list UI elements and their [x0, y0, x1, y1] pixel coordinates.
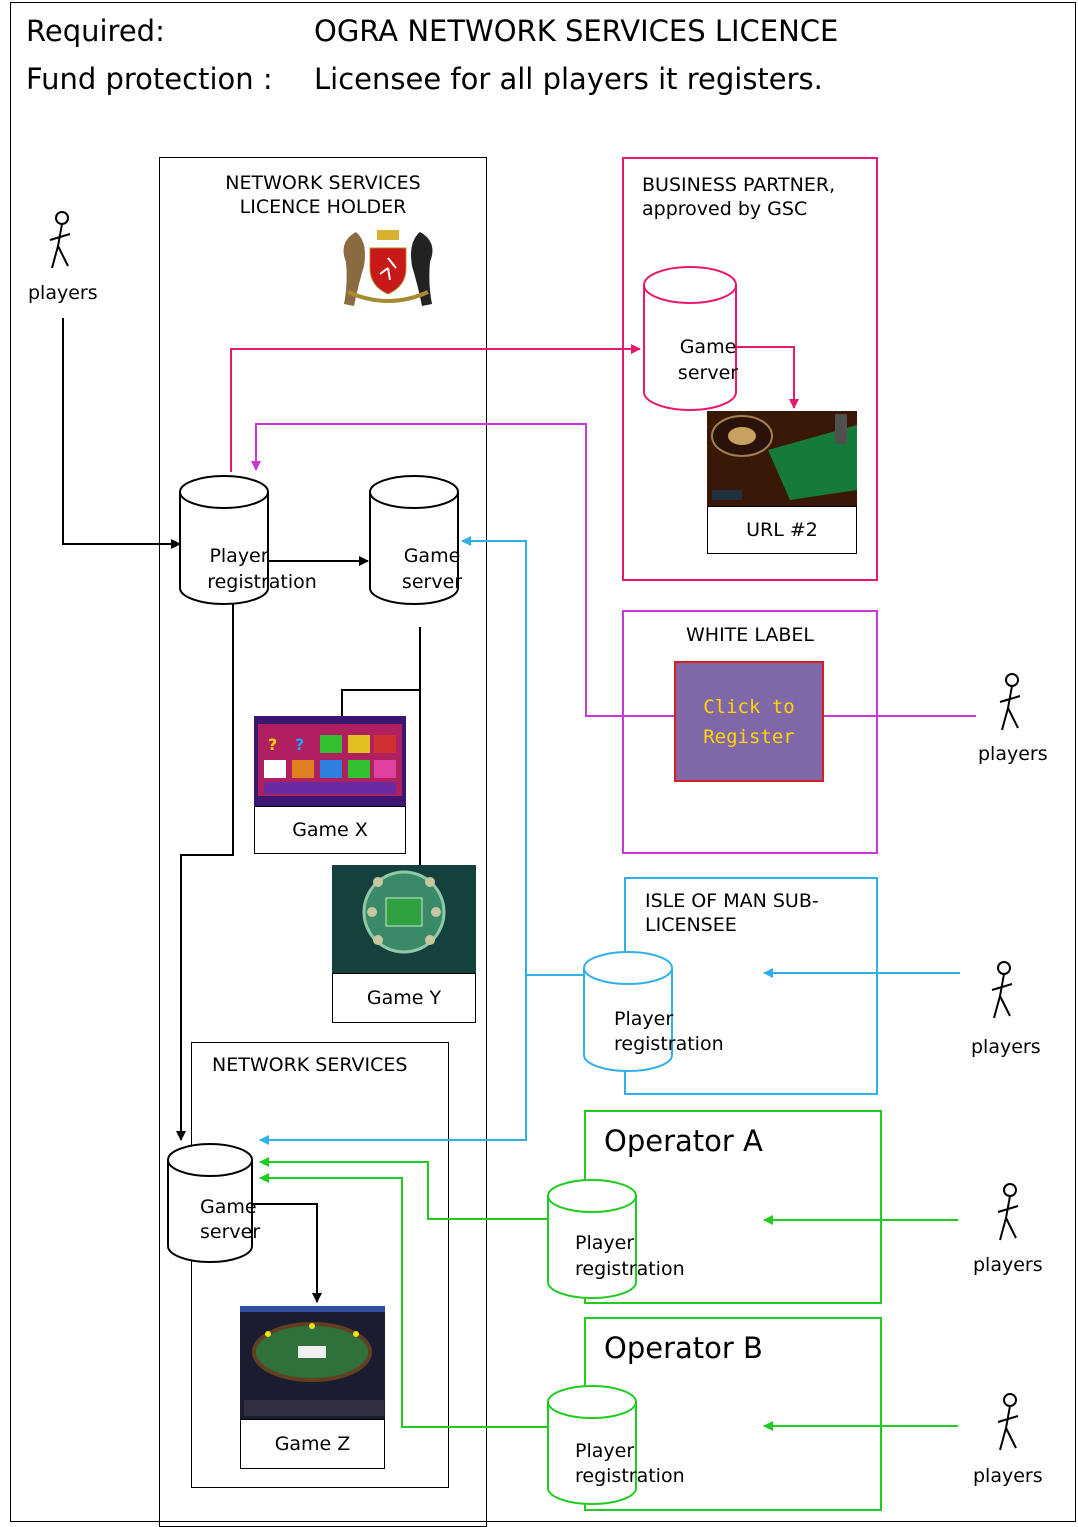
operator-b-registration-label-line2: registration [575, 1465, 685, 1487]
cylinder-partner-game-server [643, 266, 737, 411]
person-icon [997, 1183, 1019, 1241]
game-server-label-line2: server [401, 571, 463, 593]
sub-licensee-title-line2: LICENSEE [645, 914, 737, 936]
partner-game-server-label-line1: Game [679, 336, 737, 358]
game-y-caption: Game Y [332, 973, 476, 1023]
arrow-operator-a-to-ns-game-server [259, 1157, 548, 1220]
url-caption: URL #2 [707, 506, 857, 554]
business-partner-title-line2: approved by GSC [642, 198, 808, 220]
players-label: players [971, 1036, 1041, 1058]
player-registration-label-line2: registration [207, 571, 317, 593]
sub-licensee-title-line1: ISLE OF MAN SUB- [645, 890, 819, 912]
operator-a-registration-label-line2: registration [575, 1258, 685, 1280]
business-partner-title-line1: BUSINESS PARTNER, [642, 174, 836, 196]
licence-holder-title-line1: NETWORK SERVICES [225, 172, 421, 194]
white-label-box [622, 610, 878, 854]
poker-table-thumbnail [240, 1306, 385, 1419]
game-x-caption: Game X [254, 806, 406, 854]
partner-game-server-label-line2: server [677, 362, 739, 384]
players-label: players [28, 282, 98, 304]
wheel-game-thumbnail [332, 865, 476, 973]
roulette-thumbnail [707, 411, 857, 506]
arrow-operator-b-to-ns-game-server [259, 1173, 548, 1428]
required-value: OGRA NETWORK SERVICES LICENCE [314, 14, 839, 48]
game-server-label-line1: Game [403, 545, 461, 567]
person-icon [997, 1393, 1019, 1451]
arrow-white-label-players [251, 423, 976, 717]
arrow-partner-server-to-url [736, 346, 799, 409]
register-button-line1: Click to [703, 695, 795, 718]
game-z-caption: Game Z [240, 1419, 385, 1469]
player-registration-label-line1: Player [209, 545, 269, 567]
arrow-players-to-registration [62, 318, 181, 549]
cylinder-operator-a-registration [547, 1179, 637, 1299]
person-icon [999, 673, 1021, 731]
fund-protection-label: Fund protection : [26, 62, 273, 96]
cylinder-operator-b-registration [547, 1385, 637, 1505]
required-label: Required: [26, 14, 165, 48]
arrow-registration-to-ns-game-server [176, 598, 234, 1141]
cylinder-sub-registration [583, 951, 673, 1072]
cylinder-game-server [369, 475, 459, 605]
ns-game-server-label-line2: server [200, 1221, 261, 1243]
arrow-sub-licensee-to-ns-game-server [259, 975, 527, 1145]
players-label: players [973, 1254, 1043, 1276]
arrow-ns-game-server-to-game-z [252, 1203, 322, 1303]
cylinder-player-registration [179, 475, 269, 605]
ns-game-server-label-line1: Game [200, 1196, 257, 1218]
operator-b-title: Operator B [604, 1331, 763, 1365]
person-icon [991, 961, 1013, 1019]
sub-registration-label-line1: Player [614, 1008, 674, 1030]
slot-game-thumbnail: ? ? [254, 716, 406, 806]
register-button-line2: Register [703, 725, 795, 748]
click-to-register-button[interactable]: Click to Register [674, 661, 824, 782]
network-services-box [191, 1042, 449, 1488]
operator-a-registration-label-line1: Player [575, 1232, 635, 1254]
svg-text:?: ? [268, 735, 277, 754]
svg-text:?: ? [295, 735, 304, 754]
operator-a-title: Operator A [604, 1124, 763, 1158]
arrow-registration-to-partner-server [230, 344, 641, 472]
network-services-title: NETWORK SERVICES [212, 1054, 408, 1076]
fund-protection-value: Licensee for all players it registers. [314, 62, 823, 96]
operator-b-registration-label-line1: Player [575, 1440, 635, 1462]
coat-of-arms-logo [343, 230, 433, 306]
line-game-server-to-games [341, 627, 421, 868]
licence-holder-title-line2: LICENCE HOLDER [239, 196, 407, 218]
cylinder-ns-game-server [167, 1143, 253, 1263]
white-label-title: WHITE LABEL [686, 624, 814, 646]
person-icon [49, 211, 71, 269]
sub-registration-label-line2: registration [614, 1033, 724, 1055]
players-label: players [973, 1465, 1043, 1487]
players-label: players [978, 743, 1048, 765]
arrow-sub-licensee-to-game-server [461, 536, 585, 976]
business-partner-box [622, 157, 878, 581]
